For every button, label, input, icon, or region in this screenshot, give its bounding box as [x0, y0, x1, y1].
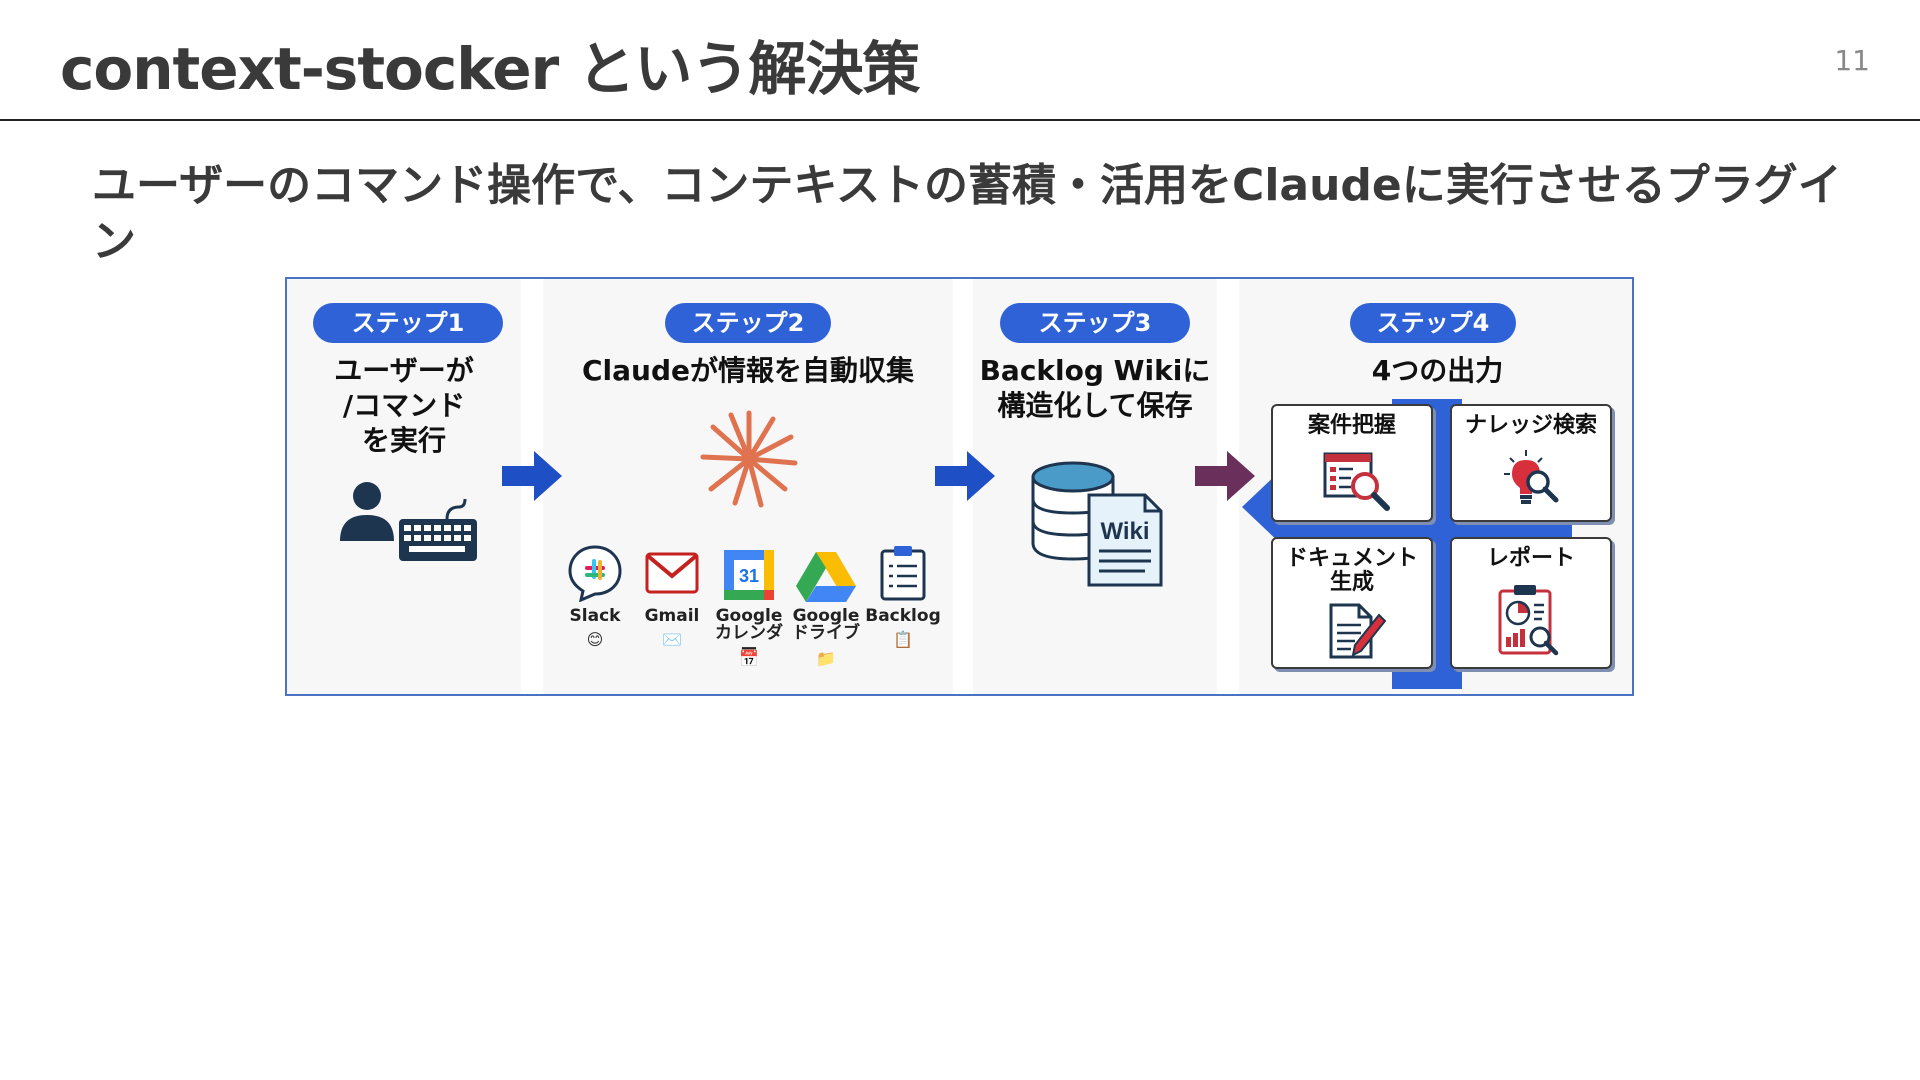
output-card: 案件把握 [1271, 404, 1433, 522]
header-divider [0, 119, 1920, 121]
step3-heading: Backlog Wikiに 構造化して保存 [973, 353, 1217, 423]
service-label-line: カレンダー [715, 623, 783, 660]
claude-starburst-icon [700, 410, 798, 508]
output-label-line: ナレッジ検索 [1464, 413, 1597, 438]
database-wiki-icon: Wiki [1031, 461, 1163, 587]
wiki-label: Wiki [1100, 518, 1149, 545]
step1-pill: ステップ1 [313, 303, 503, 343]
service-google-calendar: 31 Google カレンダー 📅 [710, 544, 788, 684]
step1-heading: ユーザーが /コマンド を実行 [287, 353, 521, 458]
step3-heading-line: Backlog Wikiに [979, 354, 1211, 387]
service-label: Backlog [864, 608, 942, 625]
step2-pill: ステップ2 [665, 303, 831, 343]
service-label-line: Slack [569, 606, 621, 626]
output-label: ドキュメント 生成 [1273, 547, 1431, 595]
step1-panel [287, 279, 521, 694]
service-label: Gmail [633, 608, 711, 625]
service-label-line: Gmail [644, 606, 700, 626]
service-label-line: ドライブ [792, 623, 860, 643]
slack-icon [568, 545, 622, 602]
output-card: ナレッジ検索 [1450, 404, 1612, 522]
panel-gap [521, 279, 543, 694]
gmail-icon [645, 552, 699, 594]
step4-heading-line: 4つの出力 [1371, 354, 1504, 387]
output-label: ナレッジ検索 [1452, 414, 1610, 438]
step3-heading-line: 構造化して保存 [997, 389, 1193, 422]
panel-gap [953, 279, 973, 694]
output-label-line: ドキュメント [1285, 546, 1418, 571]
backlog-icon [880, 546, 926, 601]
step1-heading-line: /コマンド [342, 389, 466, 422]
slide-title: context-stocker という解決策 [60, 35, 920, 103]
output-label: 案件把握 [1273, 414, 1431, 438]
service-emoji: 😊 [586, 630, 604, 649]
step2-heading-line: Claudeが情報を自動収集 [581, 354, 914, 387]
arrow-right-icon [502, 451, 562, 501]
service-label-line: Google [715, 606, 783, 626]
document-search-icon [1323, 452, 1390, 511]
output-label: レポート [1452, 547, 1610, 571]
step3-pill: ステップ3 [1000, 303, 1190, 343]
service-label-line: Google [792, 606, 860, 626]
step4-pill: ステップ4 [1350, 303, 1516, 343]
step1-heading-line: ユーザーが [334, 354, 474, 387]
service-slack: Slack 😊 [556, 544, 634, 664]
step4-heading: 4つの出力 [1239, 353, 1632, 388]
document-pen-icon [1329, 603, 1387, 659]
step2-heading: Claudeが情報を自動収集 [543, 353, 953, 388]
service-emoji: 📋 [893, 630, 913, 649]
output-card: ドキュメント 生成 [1271, 537, 1433, 669]
service-label-line: Backlog [865, 606, 941, 626]
step1-heading-line: を実行 [361, 424, 446, 457]
service-gmail: Gmail ✉️ [633, 544, 711, 664]
service-emoji: ✉️ [662, 630, 682, 649]
arrow-purple-icon [1195, 451, 1255, 501]
step2-panel [543, 279, 953, 694]
service-emoji: 📁 [816, 649, 836, 668]
calendar-day: 31 [739, 566, 759, 586]
service-backlog: Backlog 📋 [864, 544, 942, 664]
output-label-line: 生成 [1329, 570, 1374, 595]
page-number: 11 [1834, 44, 1870, 77]
arrow-right-icon [935, 451, 995, 501]
service-label: Slack [556, 608, 634, 625]
lightbulb-search-icon [1504, 450, 1559, 504]
output-label-line: 案件把握 [1307, 413, 1396, 438]
google-calendar-icon: 31 [724, 550, 774, 600]
slide-subtitle: ユーザーのコマンド操作で、コンテキストの蓄積・活用をClaudeに実行させるプラ… [92, 160, 1842, 267]
output-card: レポート [1450, 537, 1612, 669]
process-diagram: ステップ1 ステップ2 ステップ3 ステップ4 ユーザーが /コマンド を実行 … [285, 277, 1634, 696]
service-label: Google カレンダー [710, 608, 788, 659]
report-clipboard-icon [1498, 585, 1559, 656]
user-keyboard-icon [340, 482, 477, 561]
google-drive-icon [796, 552, 856, 602]
service-emoji: 📅 [739, 649, 759, 668]
output-label-line: レポート [1486, 546, 1575, 571]
service-google-drive: Google ドライブ 📁 [787, 544, 865, 684]
service-label: Google ドライブ [787, 608, 865, 642]
